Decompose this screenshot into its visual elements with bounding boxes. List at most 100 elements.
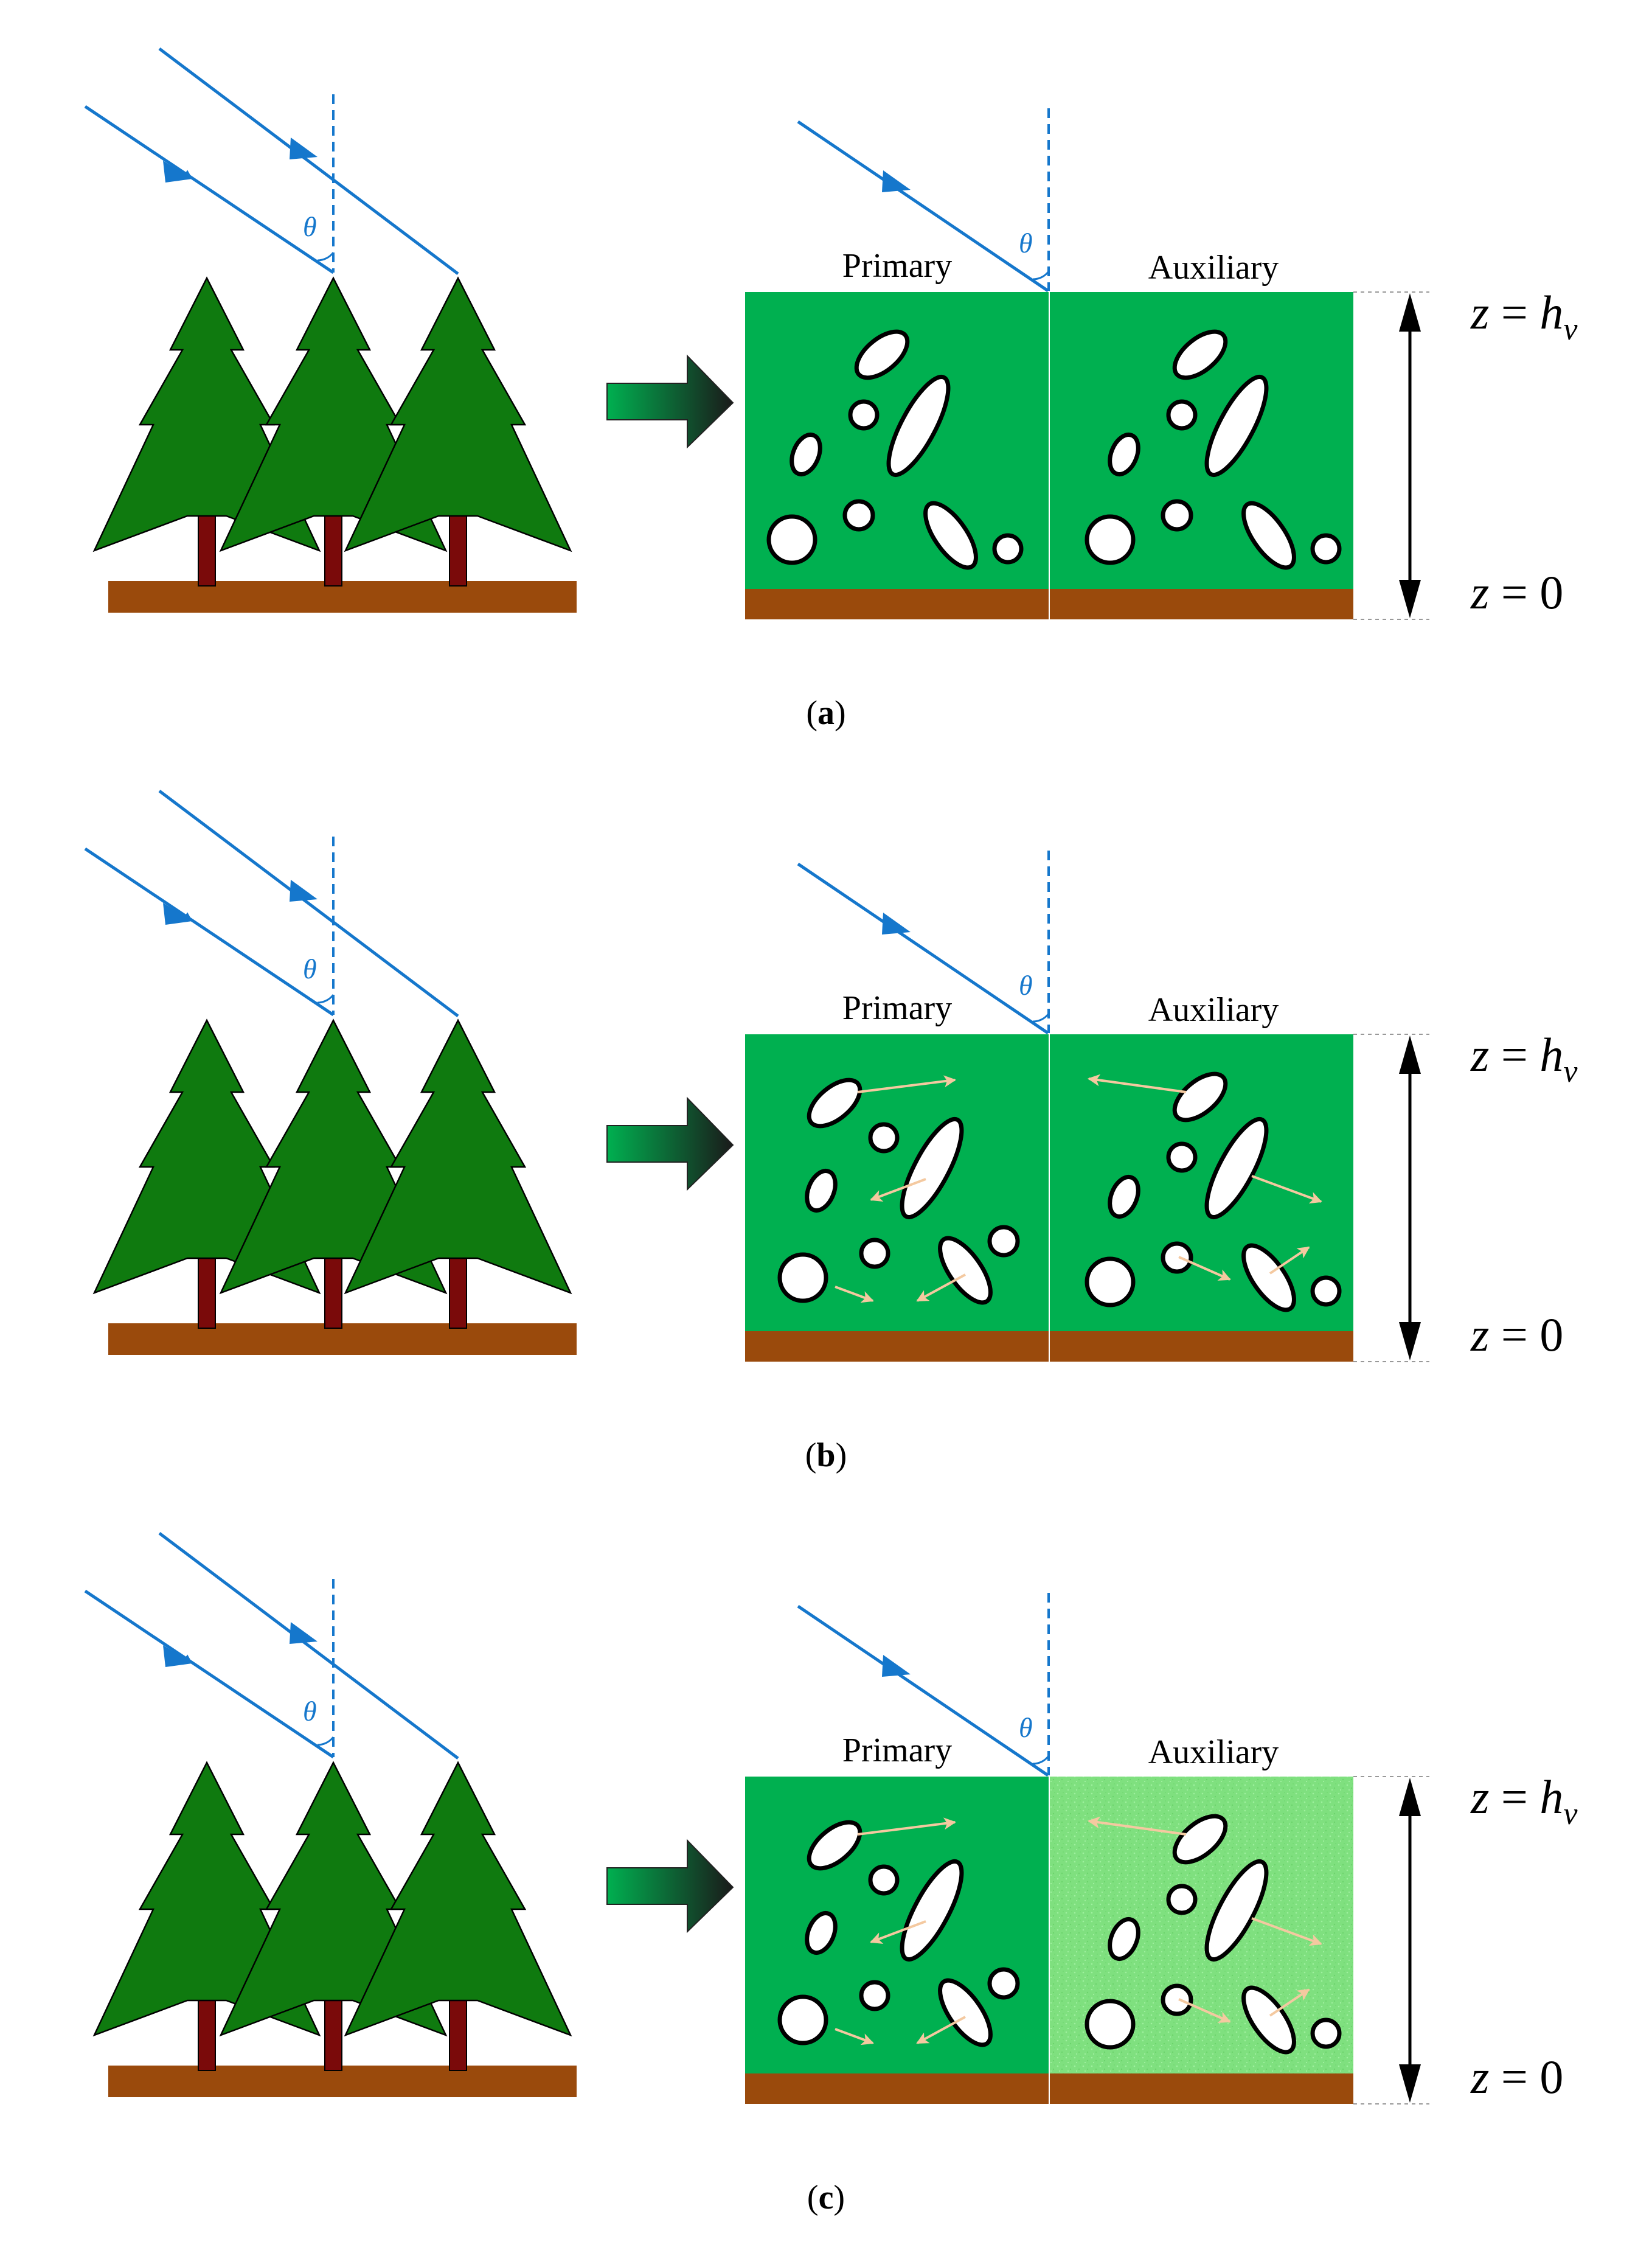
- motion-arrow-icon: [916, 2016, 966, 2044]
- tree-trunk: [324, 1248, 342, 1329]
- z-top-label: z = hv: [1470, 286, 1578, 347]
- ray-arrow-icon: [882, 170, 911, 192]
- right-arrow-icon: [606, 1096, 734, 1191]
- motion-arrows: [835, 1074, 1322, 1303]
- arrow-head-up: [1399, 1778, 1421, 1816]
- theta-label-model: θ: [1019, 228, 1033, 259]
- scatterer-ellipse: [790, 433, 822, 476]
- primary-label: Primary: [842, 989, 952, 1027]
- arrow-head-up: [1399, 1036, 1421, 1074]
- scatterer-ellipse: [1108, 1175, 1140, 1219]
- right-arrow-icon: [606, 1839, 734, 1934]
- conifer-tree-icon: [344, 1018, 572, 1295]
- incident-ray: [158, 47, 459, 275]
- forest-scene: [92, 1018, 577, 1355]
- motion-arrow-icon: [857, 1817, 956, 1836]
- scatterer-ellipse: [1161, 1241, 1193, 1274]
- theta-label-forest: θ: [303, 211, 317, 242]
- ray-arrow-icon: [882, 913, 911, 935]
- motion-arrow-icon: [1269, 1246, 1310, 1275]
- scatterer-ellipse: [900, 1859, 964, 1962]
- auxiliary-scatterers: [1085, 329, 1342, 570]
- motion-arrow-icon: [870, 1920, 926, 1944]
- scatterer-ellipse: [1241, 1243, 1296, 1312]
- scatterer-ellipse: [859, 1980, 890, 2011]
- scatterer-ellipse: [848, 399, 880, 431]
- panel-caption: (b): [805, 1436, 847, 1474]
- scatterer-ellipse: [1166, 1141, 1198, 1173]
- motion-arrow-icon: [835, 1286, 874, 1303]
- auxiliary-scatterers: [1085, 1814, 1342, 2055]
- height-indicator: z = hv z = 0: [1353, 286, 1578, 620]
- z-bottom-label: z = 0: [1470, 566, 1563, 619]
- height-indicator: z = hvz = 0: [1353, 1770, 1578, 2104]
- incident-ray: [797, 1604, 1049, 1777]
- motion-arrow-icon: [857, 1075, 956, 1093]
- motion-arrow-icon: [870, 1178, 926, 1202]
- incident-ray: [797, 862, 1049, 1035]
- scatterer-ellipse: [992, 533, 1024, 565]
- panel-caption: (a): [806, 694, 845, 732]
- scatterer-ellipse: [938, 1236, 993, 1305]
- ray-arrow-icon: [290, 1622, 318, 1644]
- arrow-head-down: [1399, 2064, 1421, 2103]
- scatterer-ellipse: [854, 329, 910, 380]
- motion-arrows: [835, 1816, 1322, 2045]
- z-bottom-label: z = 0: [1470, 1308, 1563, 1361]
- motion-arrow-icon: [916, 1273, 966, 1302]
- scatterer-ellipse: [923, 501, 978, 570]
- scatterer-ellipse: [1085, 514, 1136, 565]
- auxiliary-scatterers: [1085, 1071, 1342, 1312]
- scatterer-ellipse: [777, 1994, 828, 2045]
- scatterer-ellipse: [859, 1238, 890, 1269]
- motion-arrow-icon: [1088, 1816, 1187, 1836]
- arrow-head-down: [1399, 1322, 1421, 1360]
- ray-arrow-icon: [290, 880, 318, 902]
- scatterer-ellipse: [938, 1978, 993, 2047]
- angle-arc: [1032, 271, 1050, 280]
- scatterer-ellipse: [900, 1116, 964, 1220]
- theta-label-forest: θ: [303, 1696, 317, 1727]
- motion-arrow-icon: [1178, 1256, 1231, 1281]
- scatterer-ellipse: [1108, 1917, 1140, 1961]
- scatterer-ellipse: [1166, 1884, 1198, 1915]
- angle-arc: [1032, 1755, 1050, 1765]
- scatterer-ellipse: [805, 1169, 838, 1213]
- tree-trunk: [198, 1248, 216, 1329]
- angle-arc: [317, 1736, 335, 1746]
- scatterer-ellipse: [1310, 1275, 1342, 1307]
- z-top-label: z = hv: [1470, 1770, 1578, 1831]
- scatterer-ellipse: [1172, 1814, 1228, 1865]
- primary-label: Primary: [842, 1732, 952, 1769]
- incident-rays-forest: θ: [84, 790, 459, 1017]
- tree-trunk: [449, 1991, 467, 2071]
- auxiliary-label: Auxiliary: [1148, 991, 1279, 1029]
- angle-arc: [317, 252, 335, 262]
- motion-arrow-icon: [1251, 1175, 1322, 1204]
- incident-ray: [797, 120, 1049, 293]
- scatterer-ellipse: [1204, 1859, 1269, 1962]
- height-indicator: z = hvz = 0: [1353, 1028, 1578, 1362]
- scatterer-ellipse: [868, 1864, 900, 1896]
- scatterer-ellipse: [868, 1122, 900, 1154]
- scatterer-ellipse: [842, 499, 875, 532]
- tree-trunk: [449, 1248, 467, 1329]
- scatterer-ellipse: [1310, 533, 1342, 565]
- ray-arrow-icon: [882, 1655, 911, 1677]
- scatterer-ellipse: [1161, 1983, 1193, 2016]
- theta-label-model: θ: [1019, 970, 1033, 1001]
- scatterer-ellipse: [805, 1911, 838, 1955]
- right-arrow-icon: [606, 354, 734, 449]
- ray-arrow-icon: [290, 138, 318, 159]
- tree-trunk: [198, 1991, 216, 2071]
- ray-arrow-icon: [163, 903, 192, 925]
- angle-arc: [1032, 1013, 1050, 1023]
- angle-arc: [317, 994, 335, 1004]
- scatterer-ellipse: [807, 1820, 862, 1871]
- scatterer-ellipse: [1241, 1985, 1296, 2055]
